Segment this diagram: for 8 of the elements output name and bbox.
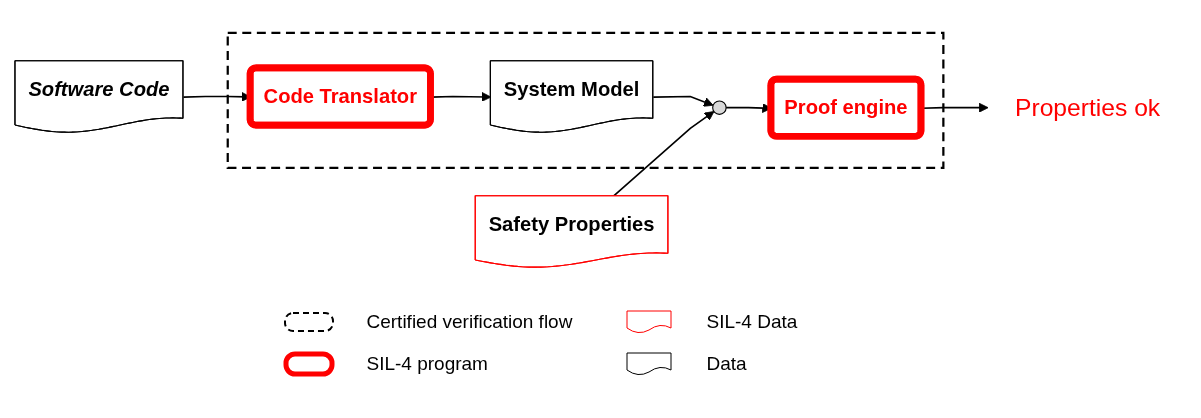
cluster xyxy=(226,31,944,169)
node-text: Properties ok xyxy=(1014,93,1160,122)
legend-text: Data xyxy=(706,353,747,375)
legend-text: SIL-4 program xyxy=(366,353,488,375)
legend-text: SIL-4 Data xyxy=(706,311,798,333)
node-circle xyxy=(711,100,727,115)
legend-text: Certified verification flow xyxy=(366,311,573,333)
arrow xyxy=(652,95,714,107)
